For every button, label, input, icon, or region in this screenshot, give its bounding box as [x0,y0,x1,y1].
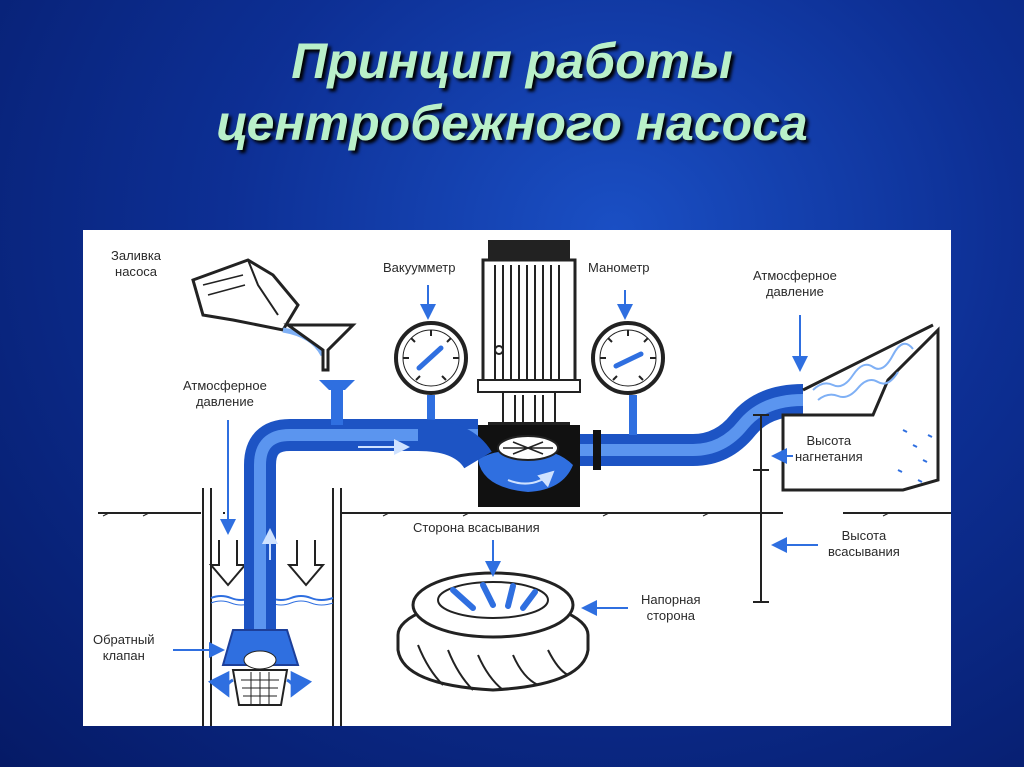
slide-title: Принцип работы центробежного насоса [0,30,1024,154]
vacuum-gauge [394,321,468,395]
label-atm-pressure-right: Атмосферное давление [753,268,837,299]
priming-jug [191,258,357,372]
label-discharge-head: Высота нагнетания [795,433,863,464]
label-pressure-side: Напорная сторона [641,592,701,623]
title-line-1: Принцип работы [291,33,733,89]
impeller [396,571,590,692]
discharge-tank [781,323,940,492]
label-priming: Заливка насоса [111,248,162,279]
check-valve [207,629,313,706]
label-atm-pressure-left: Атмосферное давление [183,378,267,409]
label-vacuum-gauge: Вакуумметр [383,260,456,275]
label-check-valve: Обратный клапан [93,632,155,663]
discharge-pipe [580,384,804,470]
diagram-panel: Заливка насоса Вакуумметр Манометр Атмос… [83,230,951,726]
label-suction-side: Сторона всасывания [413,520,540,535]
suction-pipe [244,380,478,640]
label-suction-head: Высота всасывания [828,528,900,559]
pump-housing [417,419,580,507]
label-arrows [173,285,818,658]
ground-line [98,512,951,517]
pressure-gauge [591,321,665,395]
head-dimension [753,414,769,603]
pump-diagram [98,240,951,726]
title-line-2: центробежного насоса [216,95,808,151]
motor [477,240,581,442]
label-pressure-gauge: Манометр [588,260,650,275]
